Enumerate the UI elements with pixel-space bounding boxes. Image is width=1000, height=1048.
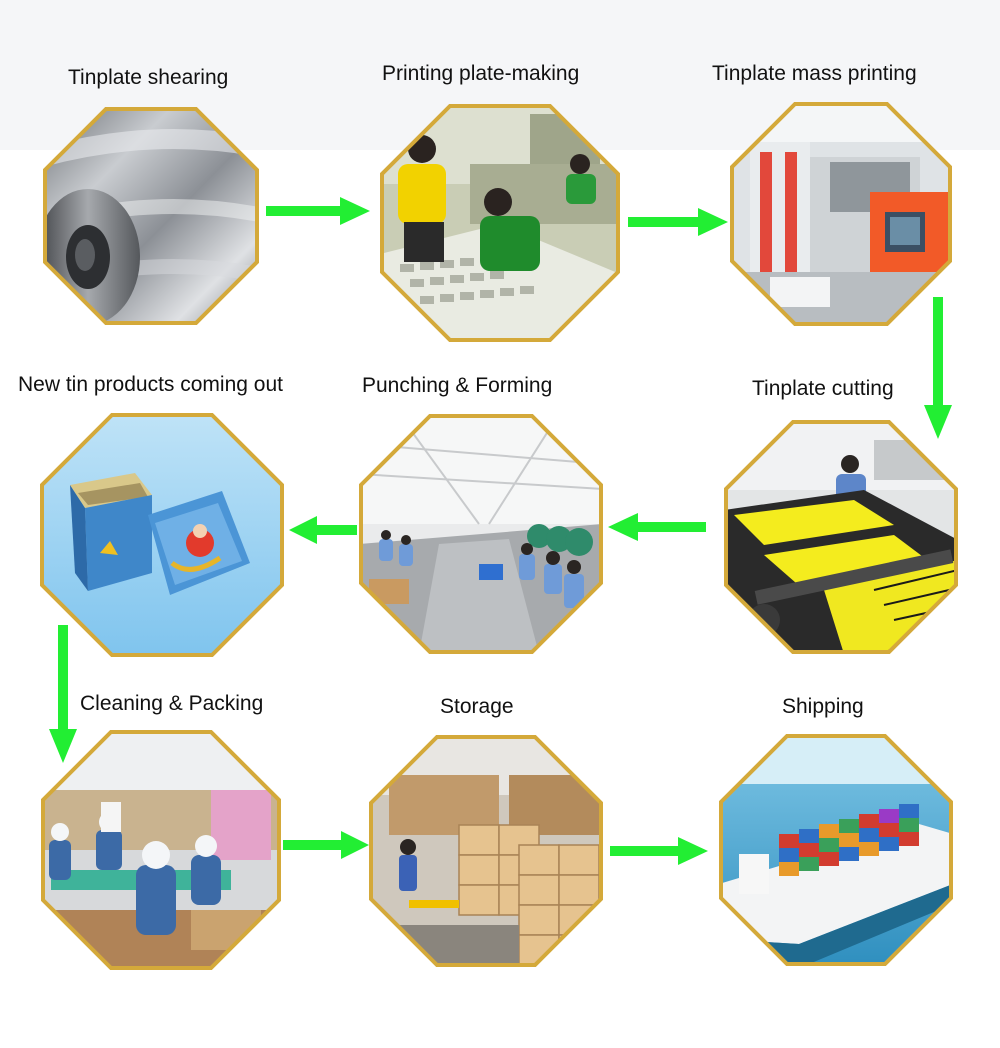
arrow-right-2 xyxy=(628,207,728,237)
factory-floor-icon xyxy=(359,414,603,654)
step-label-cutting: Tinplate cutting xyxy=(752,377,894,400)
arrow-down-2 xyxy=(48,625,78,763)
step-punching xyxy=(359,414,603,654)
step-label-plate-making: Printing plate-making xyxy=(382,62,580,85)
step-label-punching: Punching & Forming xyxy=(362,374,553,397)
step-storage xyxy=(369,735,603,967)
container-ship-icon xyxy=(719,734,953,966)
arrow-left-1 xyxy=(608,512,706,542)
step-shipping xyxy=(719,734,953,966)
arrow-right-4 xyxy=(610,836,708,866)
printing-machine-icon xyxy=(730,102,952,326)
arrow-left-2 xyxy=(289,515,357,545)
step-label-shipping: Shipping xyxy=(782,695,864,718)
step-label-new-products: New tin products coming out xyxy=(18,373,283,396)
step-label-packing: Cleaning & Packing xyxy=(80,692,264,715)
warehouse-boxes-icon xyxy=(369,735,603,967)
step-plate-making xyxy=(380,104,620,342)
step-label-storage: Storage xyxy=(440,695,514,718)
step-cutting xyxy=(724,420,958,654)
arrow-right-3 xyxy=(283,830,369,860)
step-label-mass-printing: Tinplate mass printing xyxy=(712,62,917,85)
arrow-down-1 xyxy=(923,297,953,439)
plate-making-workers-icon xyxy=(380,104,620,342)
arrow-right-1 xyxy=(266,196,370,226)
cutting-machine-icon xyxy=(724,420,958,654)
step-new-products xyxy=(40,413,284,657)
step-shearing xyxy=(43,107,259,325)
packing-workers-icon xyxy=(41,730,281,970)
steel-coil-icon xyxy=(43,107,259,325)
step-label-shearing: Tinplate shearing xyxy=(68,66,229,89)
tin-box-icon xyxy=(40,413,284,657)
step-mass-printing xyxy=(730,102,952,326)
step-packing xyxy=(41,730,281,970)
